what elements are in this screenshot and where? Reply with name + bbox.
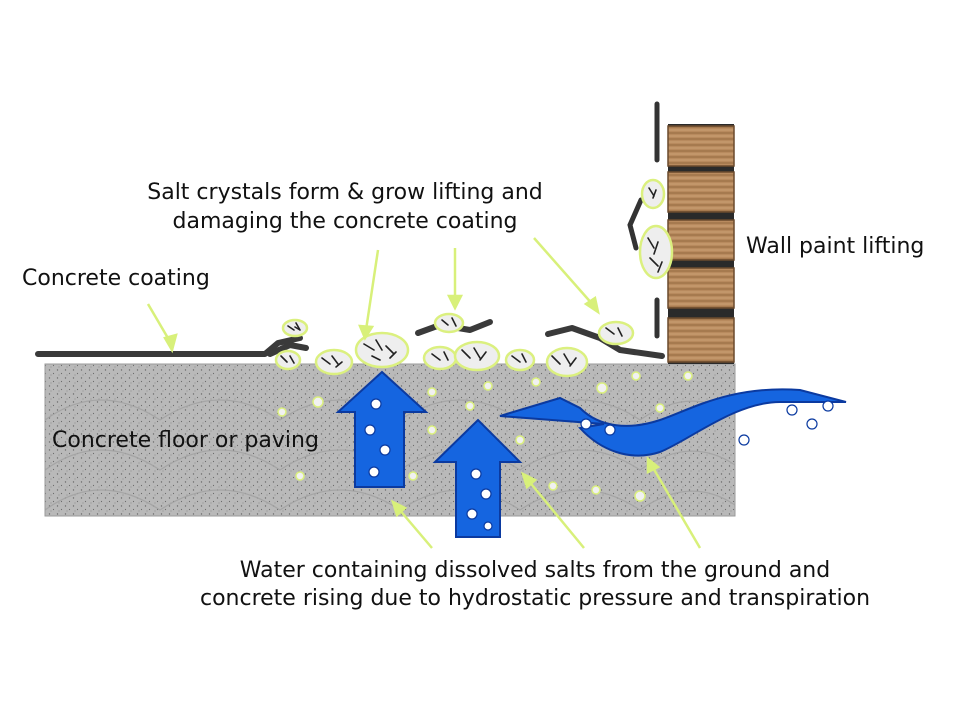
pointer-lines (146, 237, 702, 549)
salt-crystals-label-line2: damaging the concrete coating (173, 209, 518, 234)
wall-paint (627, 101, 660, 339)
dissolved-salt-dots (277, 371, 693, 502)
water-label-line2: concrete rising due to hydrostatic press… (200, 586, 870, 611)
water-label-line1: Water containing dissolved salts from th… (240, 558, 830, 583)
wall-paint-label: Wall paint lifting (746, 234, 924, 259)
concrete-floor-label: Concrete floor or paving (52, 428, 319, 453)
concrete-coating-label: Concrete coating (22, 266, 210, 291)
crystal-texture (280, 187, 663, 368)
brick-wall (627, 101, 735, 364)
brick-icon (667, 125, 735, 363)
salt-crystals-label-line1: Salt crystals form & grow lifting and (147, 180, 543, 205)
curved-arrow-icon (499, 388, 847, 457)
water-bubbles (364, 398, 834, 531)
